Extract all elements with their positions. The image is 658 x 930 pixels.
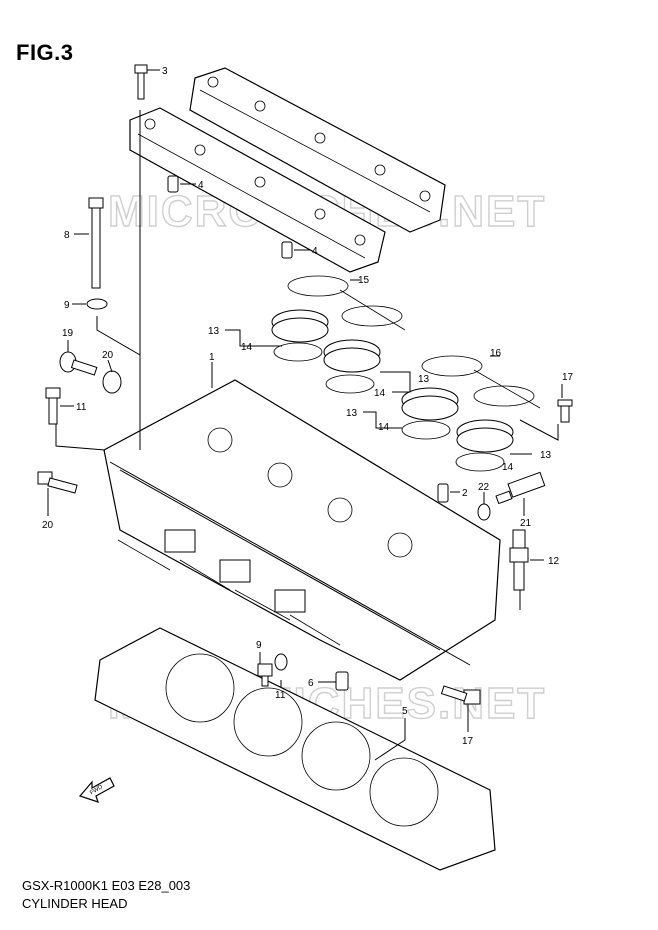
callout-18: 20 — [42, 520, 54, 531]
callout-13b: 13 — [418, 374, 430, 385]
callout-labels: 3 4 4 8 9 19 20 11 20 1 15 16 13 14 13 1… — [42, 66, 574, 747]
callout-8: 9 — [64, 300, 70, 311]
callout-4b: 4 — [312, 246, 318, 257]
camshaft-holder-upper — [189, 67, 446, 233]
callout-16: 17 — [562, 372, 574, 383]
clamp-15a — [287, 275, 406, 331]
intake-pipe-13a — [271, 309, 329, 343]
bolt-17 — [440, 685, 481, 705]
caption-name: CYLINDER HEAD — [22, 896, 128, 911]
callout-3: 3 — [162, 66, 168, 77]
intake-pipe-13c — [401, 387, 459, 421]
intake-pipe-13d — [456, 419, 514, 453]
bolt-9 — [257, 663, 273, 687]
callout-14a: 14 — [241, 342, 253, 353]
camshaft-holder-lower — [129, 107, 386, 273]
o-ring-14a — [273, 342, 323, 362]
callout-17: 17 — [462, 736, 474, 747]
cylinder-head-1 — [103, 379, 501, 681]
callout-15a: 15 — [358, 275, 370, 286]
spark-plug-12 — [509, 529, 529, 591]
o-ring-14d — [455, 452, 505, 472]
callout-9: 9 — [256, 640, 262, 651]
leader-lines — [47, 69, 563, 761]
callout-14c: 14 — [378, 422, 390, 433]
figure-title: FIG.3 — [16, 40, 74, 65]
washer-20 — [102, 370, 122, 394]
callout-4a: 4 — [198, 180, 204, 191]
callout-13c: 13 — [346, 408, 358, 419]
callout-12: 12 — [548, 556, 560, 567]
washer-11 — [274, 653, 288, 671]
callout-13a: 13 — [208, 326, 220, 337]
screw-16 — [557, 399, 573, 423]
callout-2: 2 — [462, 488, 468, 499]
callout-14d: 14 — [502, 462, 514, 473]
clamp-15b — [421, 355, 541, 409]
callout-14b: 14 — [374, 388, 386, 399]
caption-model: GSX-R1000K1 E03 E28_003 — [22, 878, 191, 893]
bolt-19 — [59, 351, 98, 376]
dowel-pin-4a — [167, 175, 179, 193]
o-ring-14c — [401, 420, 451, 440]
dowel-pin-6 — [335, 671, 349, 691]
dowel-pin-4b — [281, 241, 293, 259]
callout-10: 11 — [76, 402, 87, 413]
intake-pipe-13b — [323, 339, 381, 373]
bolt-18 — [37, 471, 78, 494]
washer-8 — [86, 298, 108, 310]
fwd-arrow-icon: FWD — [78, 777, 115, 803]
bolt-7 — [88, 197, 104, 289]
callout-15b: 16 — [490, 348, 502, 359]
callout-22: 22 — [478, 482, 490, 493]
callout-5: 5 — [402, 706, 408, 717]
callout-7: 8 — [64, 230, 70, 241]
gasket-5 — [94, 627, 496, 871]
sensor-21 — [495, 471, 546, 505]
callout-11: 11 — [275, 690, 286, 701]
callout-6: 6 — [308, 678, 314, 689]
washer-22 — [477, 503, 491, 521]
bolt-3 — [134, 64, 148, 100]
bolt-10 — [45, 387, 61, 425]
callout-20: 20 — [102, 350, 114, 361]
callout-21: 21 — [520, 518, 532, 529]
plug-2 — [437, 483, 449, 503]
callout-19: 19 — [62, 328, 74, 339]
callout-1: 1 — [209, 352, 215, 363]
callout-13d: 13 — [540, 450, 552, 461]
o-ring-14b — [325, 374, 375, 394]
